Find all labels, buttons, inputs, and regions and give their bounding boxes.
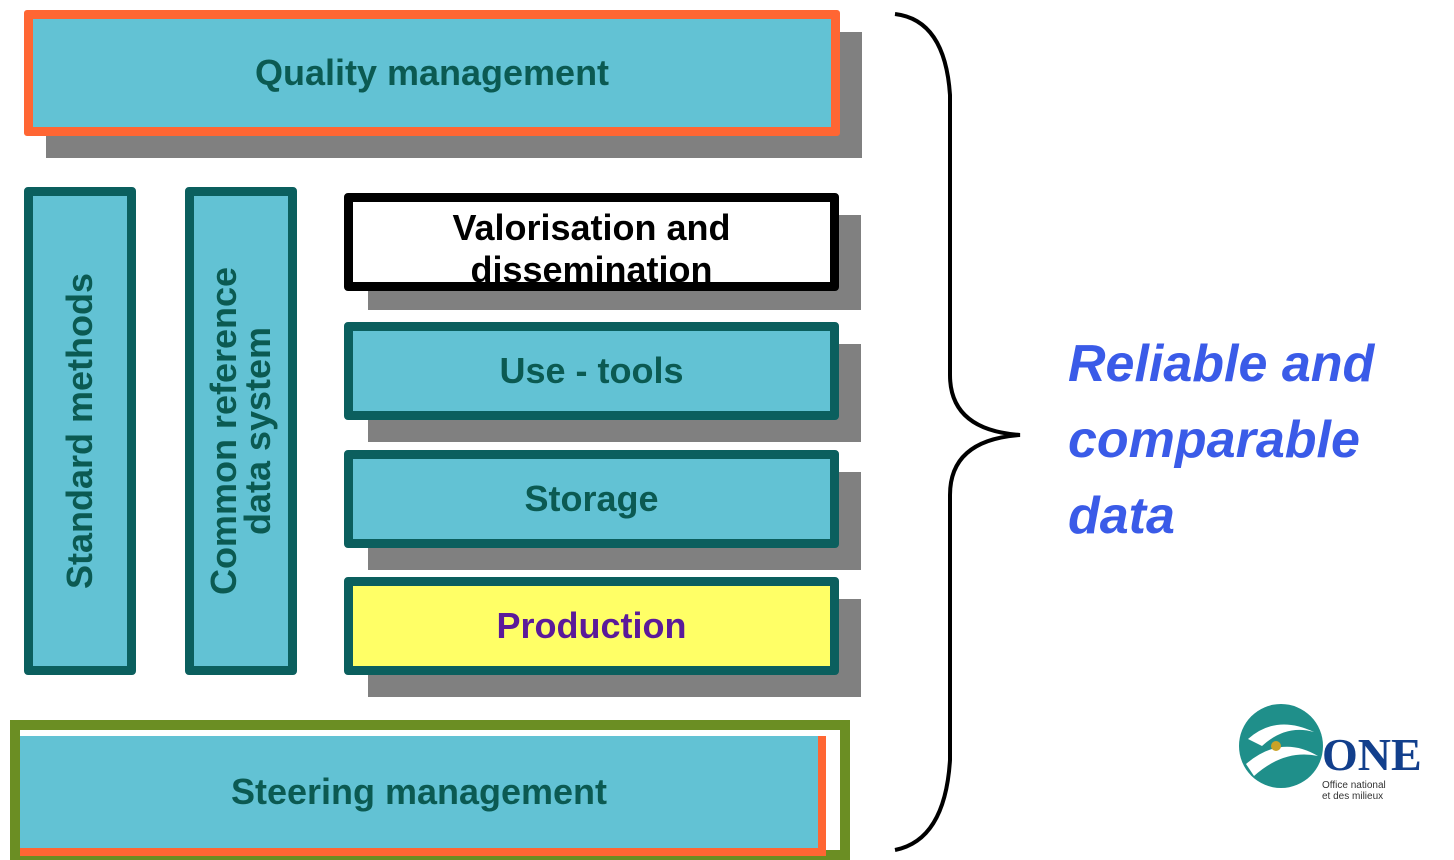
valorisation-line2: dissemination: [470, 249, 713, 290]
use-tools-box: Use - tools: [344, 322, 839, 420]
outcome-line3: data: [1068, 487, 1175, 545]
onema-logo-subtitle-2: et des milieux: [1322, 791, 1384, 802]
valorisation-label: Valorisation and dissemination: [452, 207, 731, 290]
onema-logo: ONE Office national et des milieux: [1236, 694, 1454, 804]
standard-methods-label-wrap: Standard methods: [24, 187, 136, 675]
steering-management-label: Steering management: [230, 771, 608, 812]
standard-methods-box: [24, 187, 136, 675]
curly-brace: [894, 12, 1021, 852]
common-reference-line2: data system: [237, 326, 279, 536]
quality-management-label: Quality management: [254, 52, 610, 93]
onema-logo-text: ONE: [1322, 729, 1422, 780]
valorisation-line1: Valorisation and: [452, 207, 731, 248]
common-reference-line1: Common reference: [203, 266, 245, 596]
standard-methods-label: Standard methods: [59, 272, 101, 590]
common-reference-label: Common reference data system: [203, 266, 279, 596]
storage-label: Storage: [524, 478, 659, 519]
production-label: Production: [496, 605, 687, 646]
storage-box: Storage: [344, 450, 839, 548]
outcome-text: Reliable and comparable data: [1068, 326, 1374, 554]
steering-management-box: Steering management: [20, 736, 826, 856]
valorisation-box: Valorisation and dissemination: [344, 193, 839, 291]
onema-logo-icon: [1239, 704, 1323, 788]
onema-logo-subtitle-1: Office national: [1322, 780, 1386, 791]
common-reference-box: [185, 187, 297, 675]
production-box: Production: [344, 577, 839, 675]
quality-management-box: Quality management: [24, 10, 840, 136]
use-tools-label: Use - tools: [499, 350, 684, 391]
common-reference-label-wrap: Common reference data system: [185, 187, 297, 675]
outcome-line1: Reliable and: [1068, 335, 1375, 393]
outcome-line2: comparable: [1068, 411, 1360, 469]
